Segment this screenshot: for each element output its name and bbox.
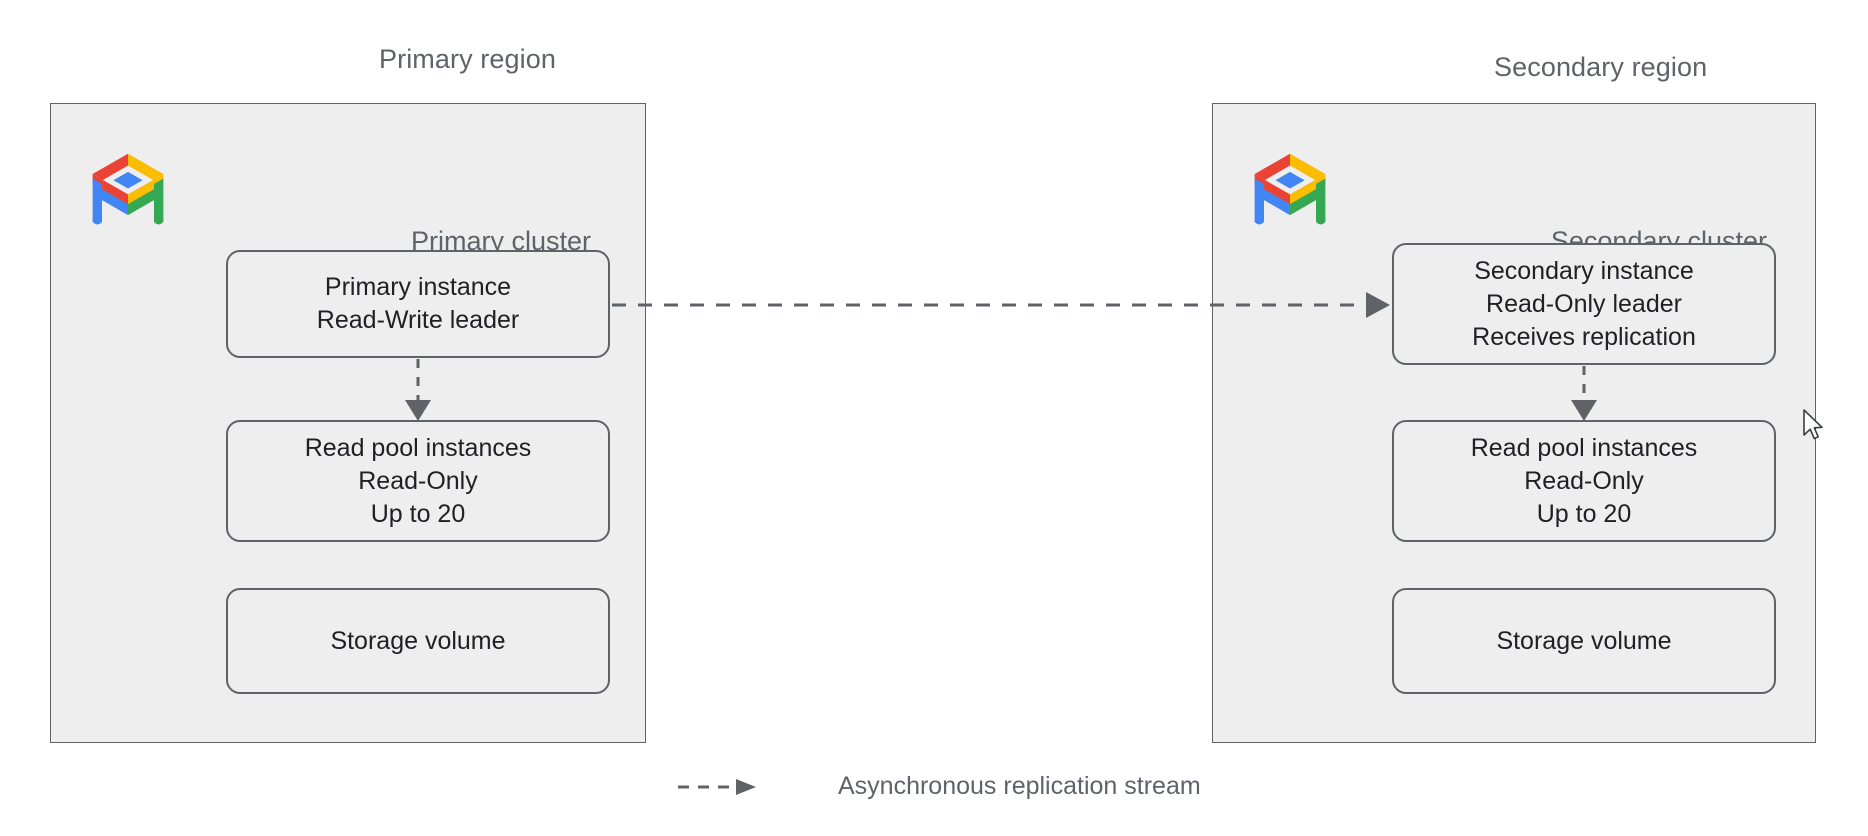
mouse-pointer-icon (1803, 409, 1823, 440)
legend: Asynchronous replication stream (676, 772, 1201, 801)
node-secondary-storage-volume[interactable]: Storage volume (1392, 588, 1776, 694)
dashed-arrow-icon (678, 778, 756, 795)
alloydb-logo-icon (1254, 153, 1326, 225)
legend-label: Asynchronous replication stream (838, 772, 1201, 800)
secondary-region-caption: Secondary region (1494, 52, 1708, 82)
node-primary-read-pool[interactable]: Read pool instances Read-Only Up to 20 (226, 420, 610, 542)
node-secondary-instance[interactable]: Secondary instance Read-Only leader Rece… (1392, 243, 1776, 365)
primary-region-caption: Primary region (379, 44, 556, 74)
node-secondary-read-pool[interactable]: Read pool instances Read-Only Up to 20 (1392, 420, 1776, 542)
node-primary-instance[interactable]: Primary instance Read-Write leader (226, 250, 610, 358)
alloydb-logo-icon (92, 153, 164, 225)
node-primary-storage-volume[interactable]: Storage volume (226, 588, 610, 694)
